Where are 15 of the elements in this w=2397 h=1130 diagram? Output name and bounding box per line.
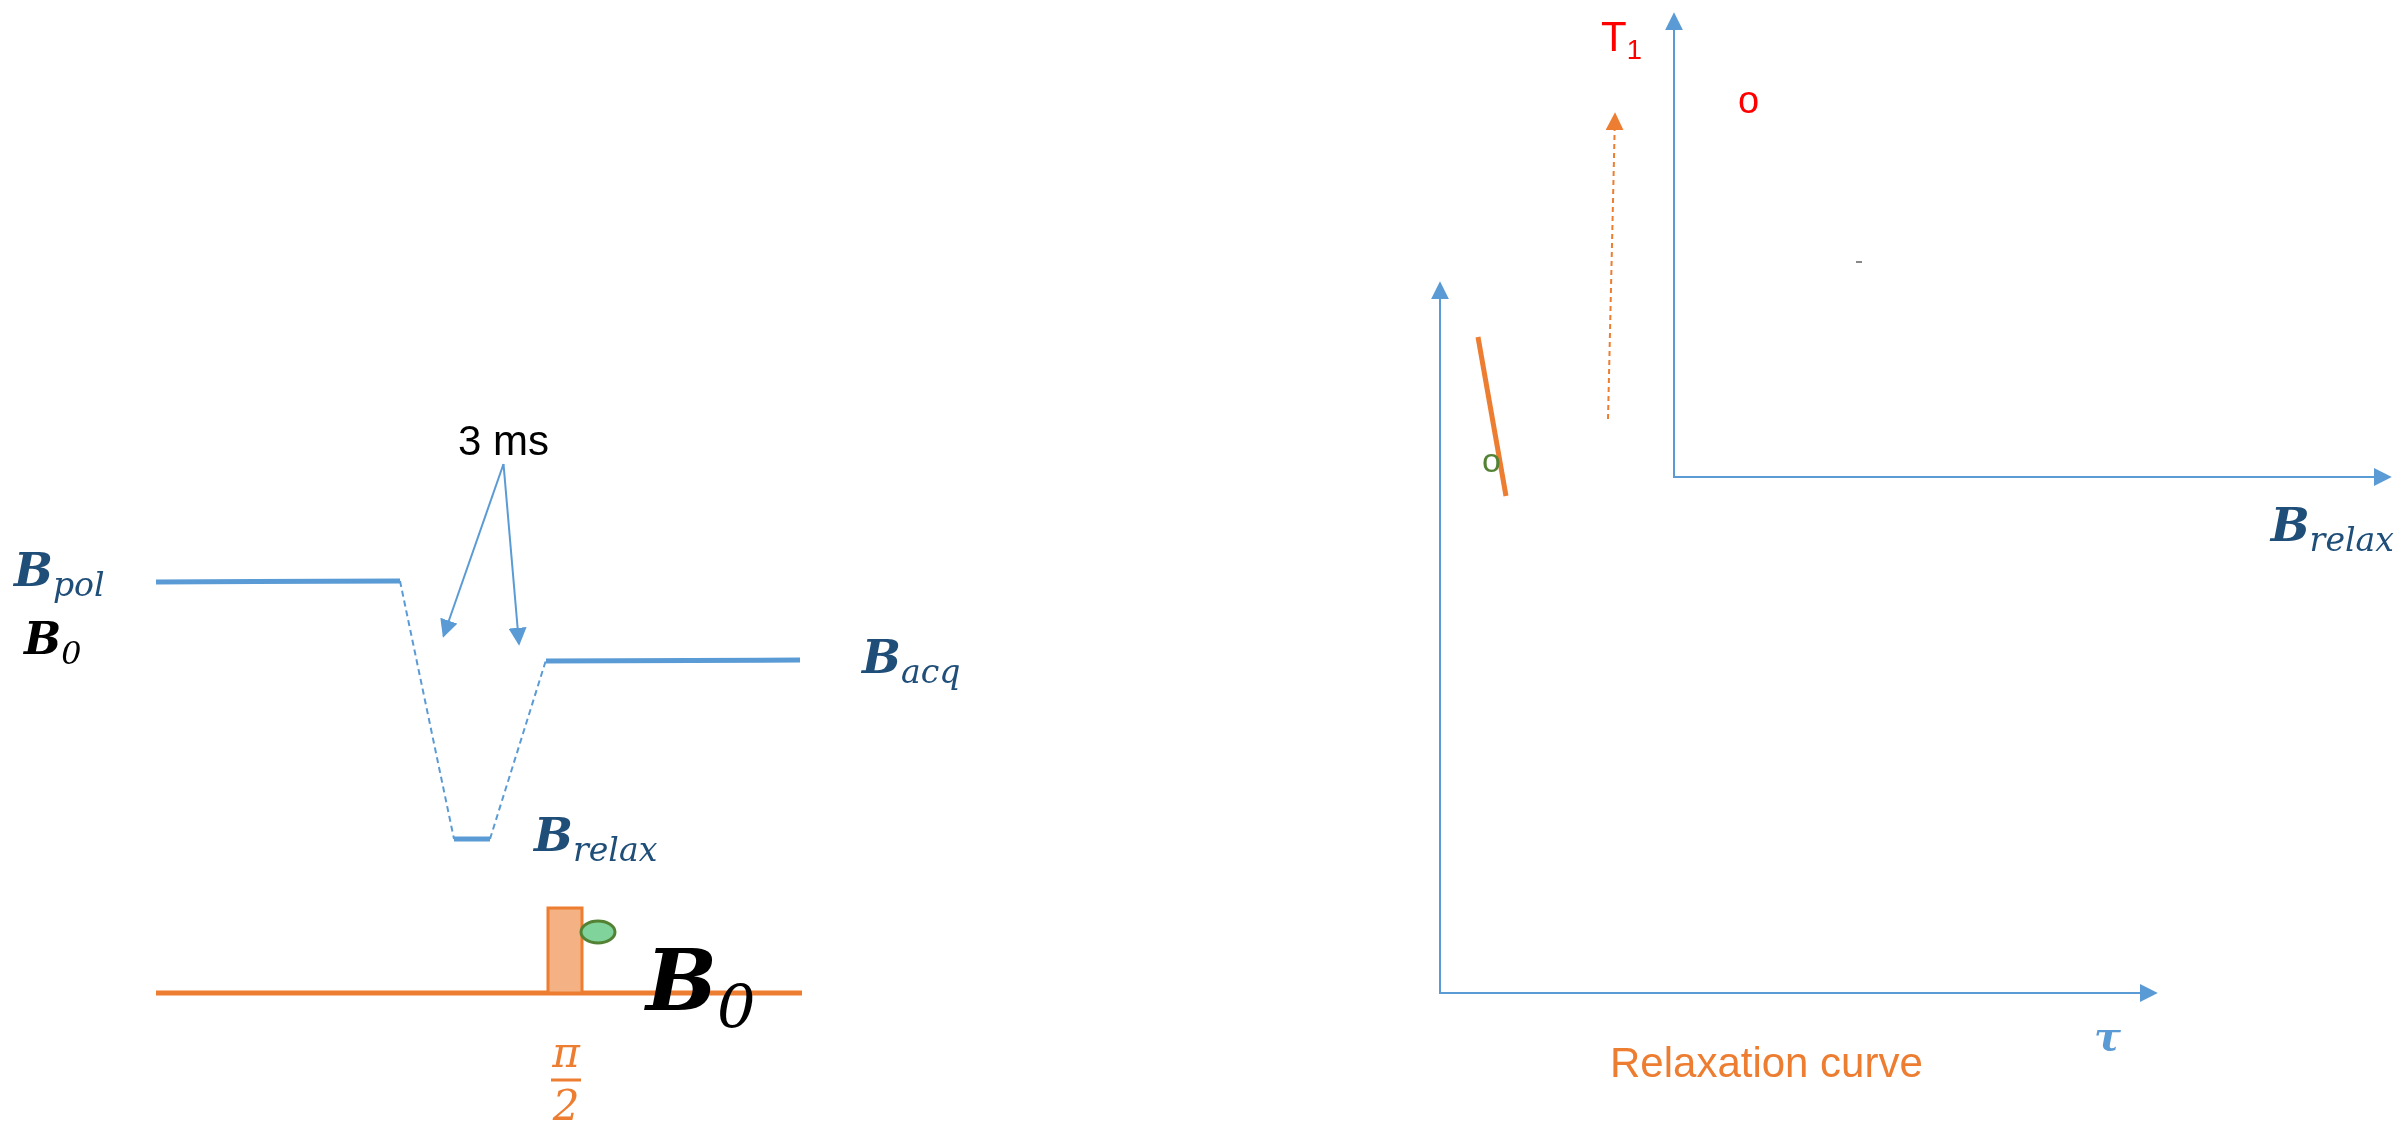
- text-label: T$_{1}$: [1601, 14, 1642, 66]
- leader-line: [502, 463, 527, 646]
- leader-line: [440, 463, 505, 638]
- duration-label: 3 ms: [458, 418, 549, 465]
- text-label: o: [1738, 80, 1760, 122]
- axis-label: τ: [2094, 1014, 2121, 1058]
- fraction-part: 2: [551, 1083, 581, 1130]
- chart-caption: Relaxation curve: [1610, 1040, 1923, 1087]
- math-symbol: B$_{relax}$: [534, 810, 658, 869]
- math-symbol: B$_{acq}$: [862, 632, 961, 691]
- math-symbol: B$_{0}$: [24, 615, 82, 671]
- axis-label: B$_{relax}$: [2270, 500, 2394, 559]
- ramp-line: [399, 580, 455, 840]
- math-symbol: B$_{pol}$: [14, 545, 105, 604]
- fraction-part: π: [551, 1030, 581, 1077]
